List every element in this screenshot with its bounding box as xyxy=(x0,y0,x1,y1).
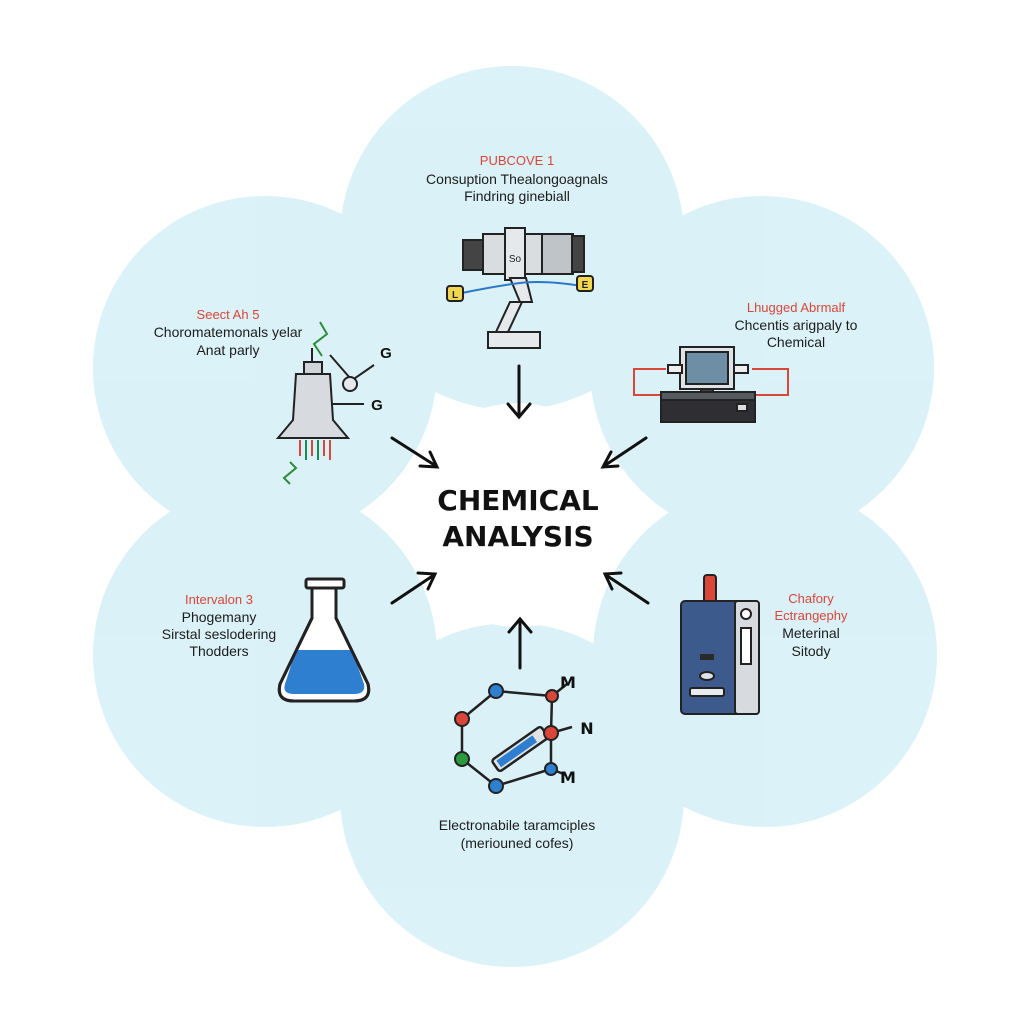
circle-upper-left xyxy=(93,196,437,540)
node-lower-left-line-3: Thodders xyxy=(189,643,248,659)
arrow-lower-right xyxy=(602,571,650,605)
molecule-label-m1: M xyxy=(560,673,576,692)
center-area xyxy=(406,403,630,627)
node-top-line-2: Findring ginebiall xyxy=(464,188,570,204)
node-upper-left: Seect Ah 5 Choromatemonals yelar Anat pa… xyxy=(154,307,392,485)
node-upper-left-line-1: Choromatemonals yelar xyxy=(154,324,303,340)
node-top-tag: PUBCOVE 1 xyxy=(480,153,554,168)
arrow-lower-left xyxy=(390,571,438,605)
node-lower-right: Chafory Ectrangephy Meterinal Sitody xyxy=(680,574,848,715)
node-lower-right-tag-1: Chafory xyxy=(788,591,834,606)
node-lower-left-line-1: Phogemany xyxy=(182,609,257,625)
node-upper-left-tag: Seect Ah 5 xyxy=(197,307,260,322)
atom-4 xyxy=(543,725,559,741)
spray-letter-2: G xyxy=(371,397,383,414)
microscope-body-label: So xyxy=(509,254,522,265)
arrow-bottom xyxy=(507,616,533,670)
node-bottom-line-1: Electronabile taramciples xyxy=(439,817,595,833)
atom-3 xyxy=(454,711,470,727)
flask-icon xyxy=(277,577,371,703)
node-top-line-1: Consuption Thealongoagnals xyxy=(426,171,608,187)
node-lower-right-tag-2: Ectrangephy xyxy=(775,608,848,623)
node-upper-left-line-2: Anat parly xyxy=(196,342,259,358)
spray-nozzle-icon xyxy=(275,321,375,485)
arrow-upper-left xyxy=(390,436,440,469)
arrows xyxy=(390,364,650,670)
node-top: PUBCOVE 1 Consuption Thealongoagnals Fin… xyxy=(426,153,608,349)
node-upper-right: Lhugged Abrmalf Chcentis arigpaly to Che… xyxy=(633,300,858,423)
title-line-2: ANALYSIS xyxy=(442,520,593,553)
atom-1 xyxy=(488,683,504,699)
arrow-top xyxy=(506,364,532,420)
circle-lower-right xyxy=(593,483,937,827)
analyzer-device-icon xyxy=(680,574,760,715)
atom-5 xyxy=(454,751,470,767)
node-lower-left: Intervalon 3 Phogemany Sirstal sesloderi… xyxy=(162,577,371,703)
atom-7 xyxy=(488,778,504,794)
circle-bottom xyxy=(340,623,684,967)
spray-letter-1: G xyxy=(380,345,392,362)
node-bottom-line-2: (meriouned cofes) xyxy=(461,835,574,851)
molecule-label-m2: M xyxy=(560,768,576,787)
microscope-badge-left: L xyxy=(452,290,458,301)
background-circles xyxy=(93,66,937,967)
arrow-upper-right xyxy=(600,436,648,469)
node-bottom: M N M Electronabile taramciples (merioun… xyxy=(439,673,595,851)
atom-2 xyxy=(545,689,559,703)
title-line-1: CHEMICAL xyxy=(437,484,599,517)
node-upper-right-line-2: Chemical xyxy=(767,334,825,350)
computer-workstation-icon xyxy=(633,346,789,423)
molecule-label-n: N xyxy=(580,719,593,738)
node-lower-right-line-2: Sitody xyxy=(792,643,831,659)
node-upper-right-line-1: Chcentis arigpaly to xyxy=(735,317,858,333)
atom-6 xyxy=(544,762,558,776)
node-lower-left-tag: Intervalon 3 xyxy=(185,592,253,607)
microscope-badge-right: E xyxy=(582,280,589,291)
node-upper-right-tag: Lhugged Abrmalf xyxy=(747,300,846,315)
node-lower-right-line-1: Meterinal xyxy=(782,625,840,641)
node-lower-left-line-2: Sirstal seslodering xyxy=(162,626,276,642)
microscope-icon: So L E xyxy=(446,227,594,349)
molecule-icon xyxy=(454,683,573,794)
